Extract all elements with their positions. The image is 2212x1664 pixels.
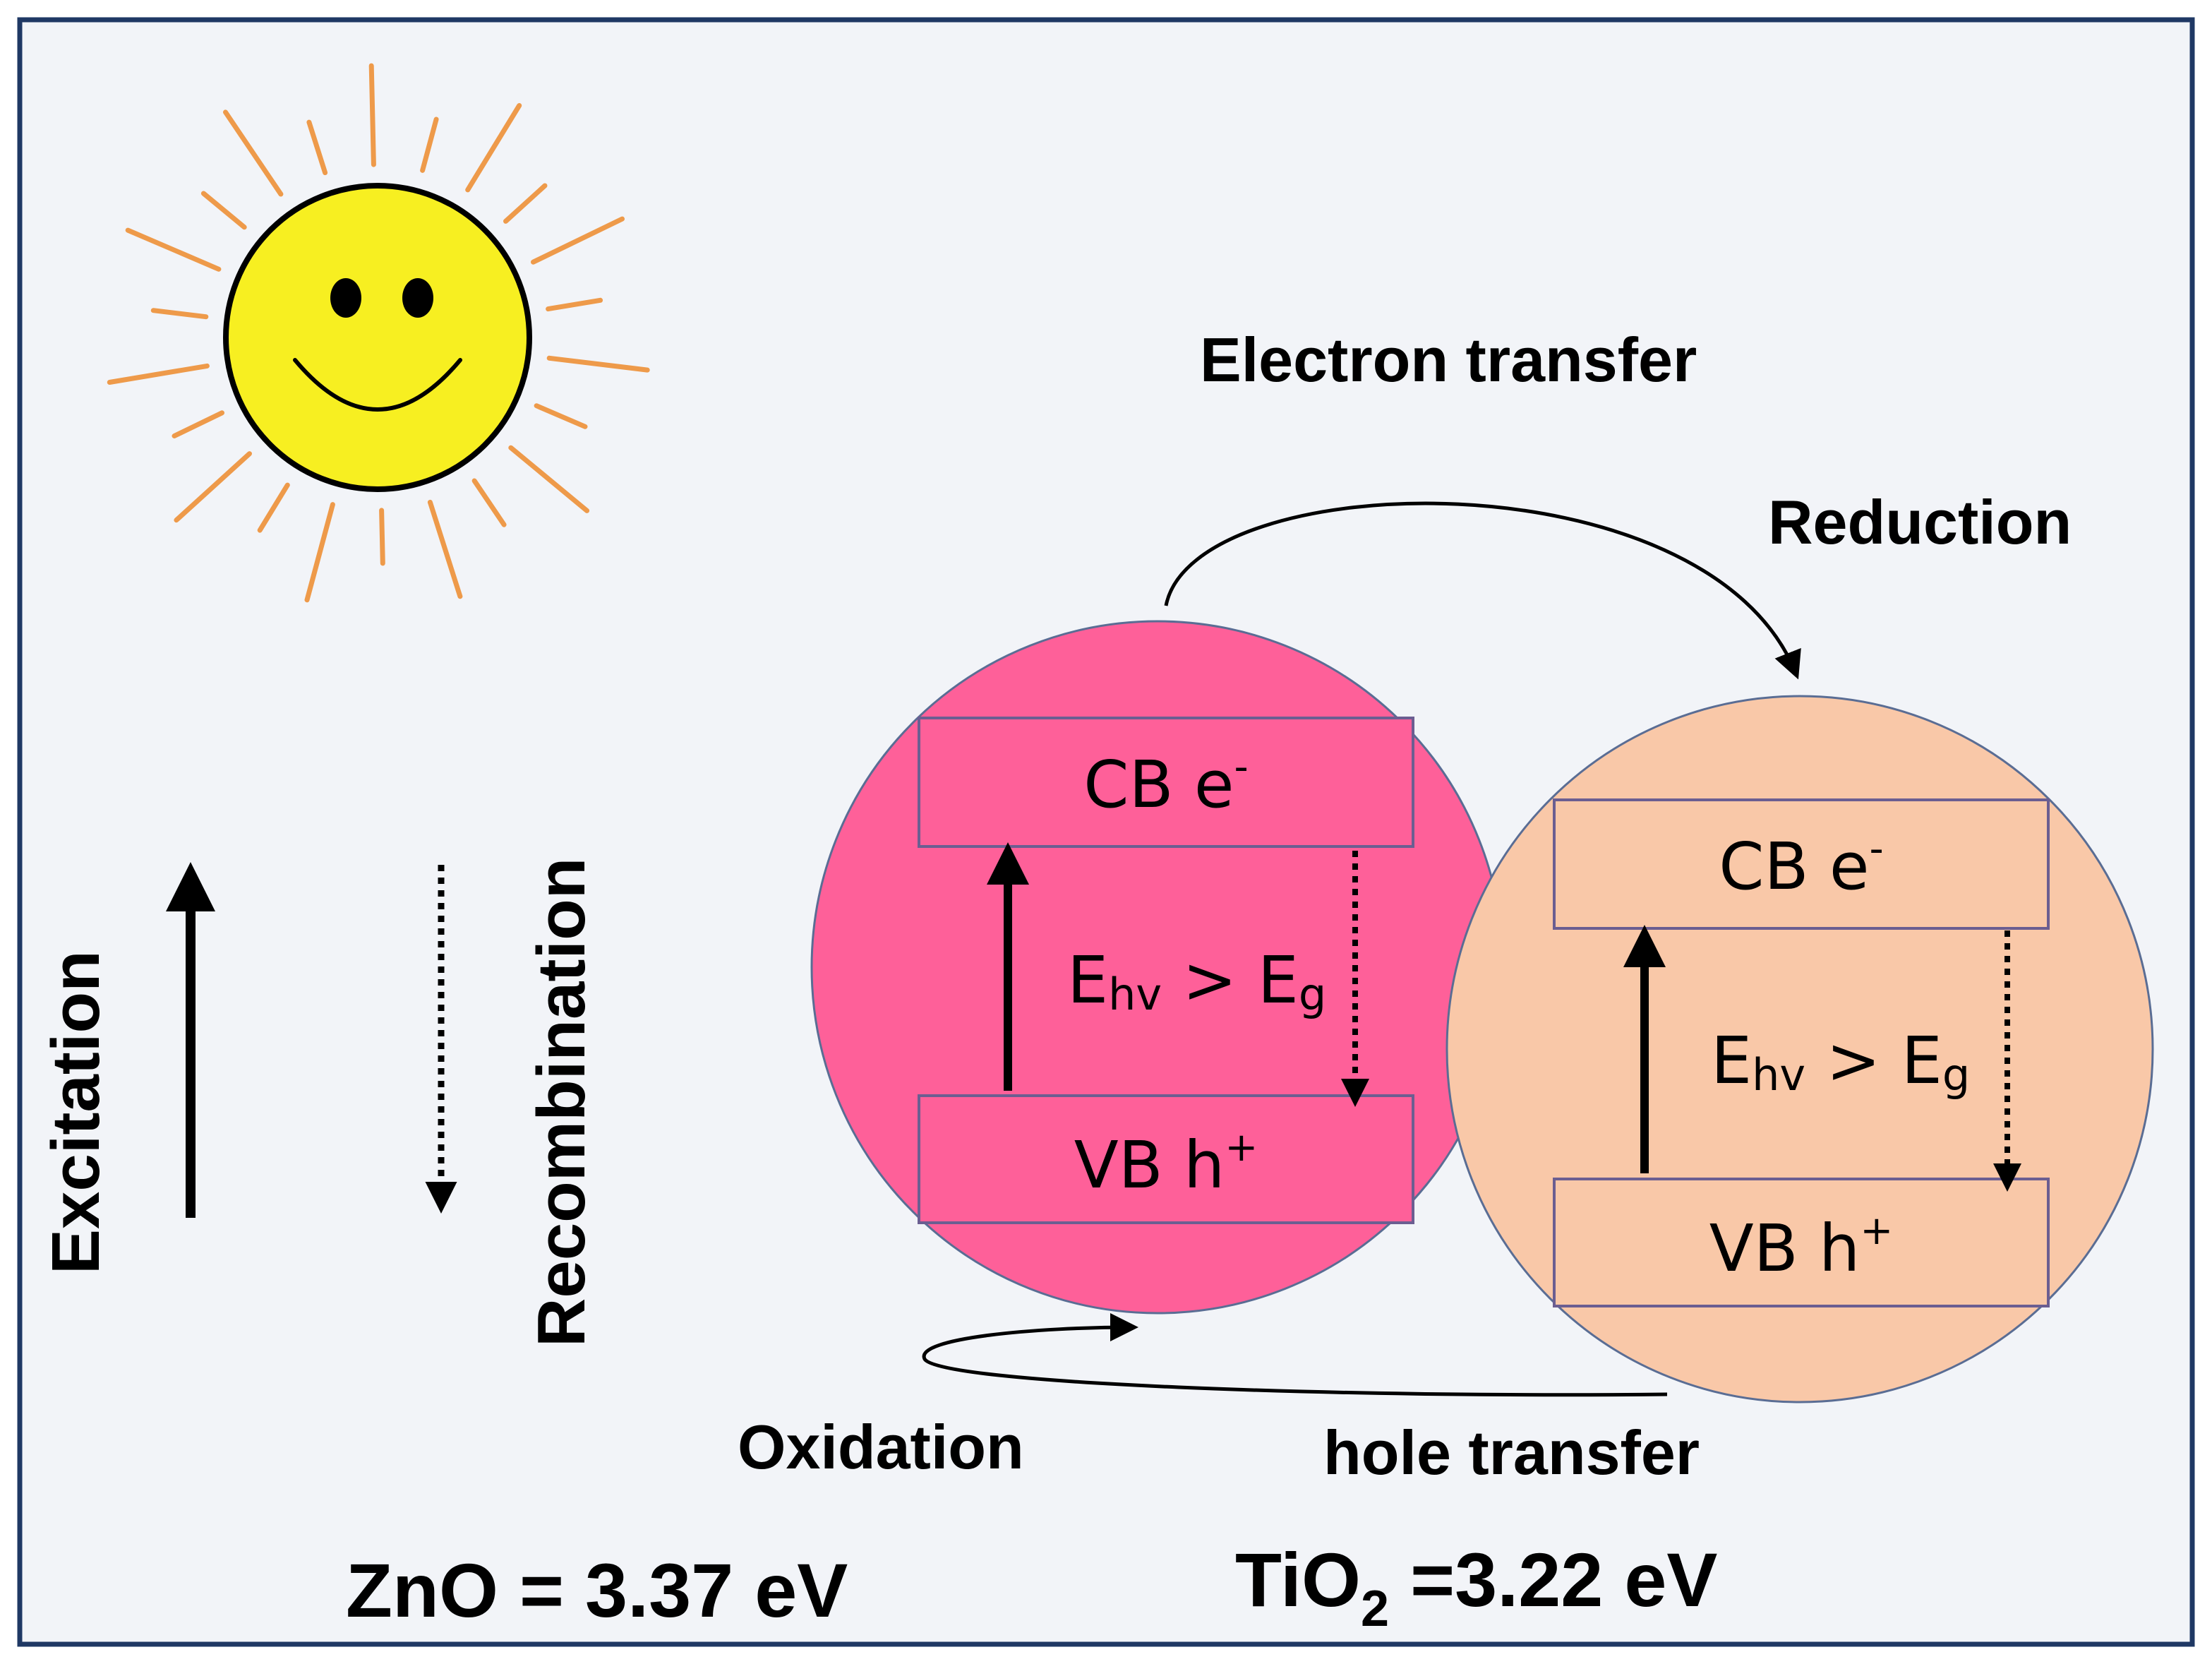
zno-valence-band xyxy=(918,1094,1414,1224)
sun-ray xyxy=(306,119,328,176)
zno-bandgap-condition: Ehv > Eg xyxy=(1067,942,1326,1020)
sun-ray xyxy=(125,227,222,272)
reduction-label: Reduction xyxy=(1768,487,2072,557)
zno-conduction-band xyxy=(918,717,1414,848)
smiling-sun-icon xyxy=(107,63,650,603)
sun-ray xyxy=(150,308,209,320)
sun-ray xyxy=(531,216,625,265)
hole-transfer-label: hole transfer xyxy=(1323,1418,1700,1488)
sun-ray xyxy=(503,183,548,224)
sun-ray xyxy=(304,502,335,603)
sun-ray xyxy=(546,297,603,312)
tio2-cb-label: CB e- xyxy=(1719,826,1883,904)
tio2-bandgap-condition: Ehv > Eg xyxy=(1711,1023,1970,1101)
sun-ray xyxy=(223,109,284,197)
zno-cb-label: CB e- xyxy=(1083,744,1248,822)
sun-ray xyxy=(420,116,439,173)
excitation-label: Excitation xyxy=(38,950,114,1274)
sun-ray xyxy=(465,103,522,193)
tio2-conduction-band xyxy=(1553,798,2050,930)
zno-vb-label: VB h+ xyxy=(1074,1125,1258,1203)
oxidation-label: Oxidation xyxy=(738,1412,1024,1482)
sun-ray xyxy=(368,63,376,167)
sun-ray xyxy=(107,363,210,385)
sun-ray xyxy=(200,191,247,230)
tio2-valence-band xyxy=(1553,1178,2050,1307)
sun-ray xyxy=(257,482,290,533)
tio2-bandgap-value: TiO2 =3.22 eV xyxy=(1235,1537,1717,1637)
sun-ray xyxy=(534,403,588,429)
sun-ray xyxy=(172,410,224,438)
electron-transfer-label: Electron transfer xyxy=(1200,325,1697,395)
zno-bandgap-value: ZnO = 3.37 eV xyxy=(346,1548,848,1633)
sun-ray xyxy=(508,445,590,513)
tio2-vb-label: VB h+ xyxy=(1709,1208,1894,1286)
sun-ray xyxy=(174,451,252,523)
sun-ray xyxy=(427,499,463,599)
zno-particle: CB e- VB h+ Ehv > Eg xyxy=(810,620,1505,1315)
hole-transfer-arrow xyxy=(922,1313,1668,1397)
tio2-particle: CB e- VB h+ Ehv > Eg xyxy=(1445,695,2154,1403)
sun-ray xyxy=(546,355,650,373)
sun-ray xyxy=(379,508,385,566)
sun-ray xyxy=(471,478,507,527)
electron-transfer-arrow xyxy=(1164,501,1801,680)
recombination-label: Recombination xyxy=(524,858,599,1347)
